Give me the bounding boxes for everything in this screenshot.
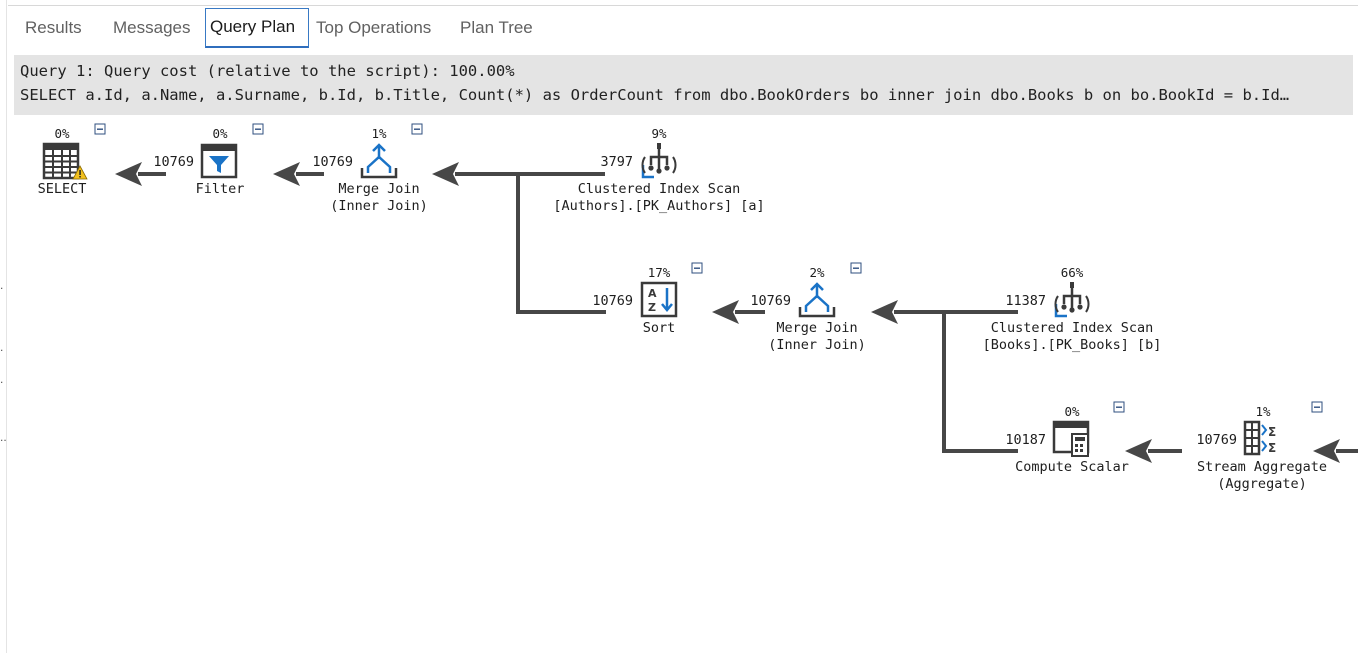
node-label: Merge Join	[338, 181, 419, 197]
cost-percent: 0%	[212, 126, 228, 141]
node-sublabel: [Books].[PK_Books] [b]	[983, 337, 1162, 353]
collapse-icon[interactable]	[1113, 401, 1125, 413]
cost-percent: 9%	[651, 126, 667, 141]
plan-node-compute-scalar[interactable]: 0% Compute Scalar	[1015, 401, 1129, 475]
node-label: Clustered Index Scan	[578, 181, 741, 197]
stream-aggregate-icon: Σ Σ	[1243, 420, 1276, 456]
row-count: 10769	[312, 154, 353, 170]
edge-mark: .	[0, 372, 4, 386]
flow-arrow	[273, 162, 324, 186]
select-icon	[42, 142, 80, 180]
cost-percent: 1%	[371, 126, 387, 141]
plan-node-filter[interactable]: 0% Filter	[196, 123, 264, 197]
node-label: SELECT	[38, 181, 87, 197]
flow-connector	[516, 172, 606, 314]
plan-node-merge-join[interactable]: 1% Merge Join (Inner Join)	[330, 123, 428, 214]
node-label: Merge Join	[776, 320, 857, 336]
cost-percent: 66%	[1061, 265, 1084, 280]
collapse-icon[interactable]	[691, 262, 703, 274]
tab-query-plan[interactable]: Query Plan	[205, 8, 309, 48]
node-sublabel: (Inner Join)	[330, 198, 428, 214]
node-sublabel: [Authors].[PK_Authors] [a]	[553, 198, 764, 214]
plan-node-clustered-index-scan-books[interactable]: 66% Clustered Index Scan [Books].[PK_Boo…	[983, 265, 1162, 353]
node-label: Sort	[643, 320, 676, 336]
collapse-icon[interactable]	[94, 123, 106, 135]
tab-top-operations[interactable]: Top Operations	[316, 18, 432, 37]
row-count: 10769	[1196, 432, 1237, 448]
cost-percent: 2%	[809, 265, 825, 280]
svg-text:Σ: Σ	[1268, 425, 1276, 439]
compute-scalar-icon	[1052, 420, 1090, 457]
cost-percent: 1%	[1255, 404, 1271, 419]
row-count: 10769	[592, 293, 633, 309]
node-label: Filter	[196, 181, 245, 197]
node-label: Stream Aggregate	[1197, 459, 1327, 475]
node-label: Clustered Index Scan	[991, 320, 1154, 336]
plan-node-merge-join[interactable]: 2% Merge Join (Inner Join)	[768, 262, 866, 353]
svg-text:A: A	[648, 287, 657, 300]
svg-text:Z: Z	[648, 301, 656, 314]
edge-mark: ..	[0, 430, 7, 444]
edge-mark: .	[0, 340, 4, 354]
collapse-icon[interactable]	[411, 123, 423, 135]
top-border	[8, 5, 1358, 6]
tab-results[interactable]: Results	[25, 18, 82, 37]
flow-arrow	[871, 300, 1018, 324]
svg-text:Σ: Σ	[1268, 441, 1276, 455]
row-count: 3797	[600, 154, 633, 170]
node-sublabel: (Inner Join)	[768, 337, 866, 353]
filter-icon	[200, 143, 238, 179]
warning-icon	[72, 165, 88, 180]
clustered-index-scan-icon	[1054, 282, 1090, 318]
flow-connector	[942, 310, 1018, 453]
node-label: Compute Scalar	[1015, 459, 1129, 475]
flow-arrow	[432, 162, 605, 186]
collapse-icon[interactable]	[1311, 401, 1323, 413]
cost-percent: 0%	[54, 126, 70, 141]
sort-icon: A Z	[640, 281, 678, 318]
row-count: 10769	[750, 293, 791, 309]
flow-arrow	[1313, 439, 1358, 463]
row-count: 10769	[153, 154, 194, 170]
flow-arrow	[115, 162, 166, 186]
collapse-icon[interactable]	[252, 123, 264, 135]
flow-arrow	[712, 300, 765, 324]
clustered-index-scan-icon	[641, 143, 677, 179]
plan-node-stream-aggregate[interactable]: 1% Σ Σ Stream Aggregate (Aggregate)	[1197, 401, 1327, 492]
query-cost-text: Query 1: Query cost (relative to the scr…	[20, 62, 515, 80]
merge-join-icon	[798, 282, 836, 318]
flow-arrow	[1125, 439, 1182, 463]
node-sublabel: (Aggregate)	[1217, 476, 1306, 492]
plan-node-clustered-index-scan-authors[interactable]: 9% Clustered Index Scan [Authors].[PK_Au…	[553, 126, 764, 214]
row-count: 10187	[1005, 432, 1046, 448]
plan-node-select[interactable]: 0% SELECT	[38, 123, 106, 197]
edge-mark: .	[0, 278, 4, 292]
row-count: 11387	[1005, 293, 1046, 309]
cost-percent: 0%	[1064, 404, 1080, 419]
tab-messages[interactable]: Messages	[113, 18, 191, 37]
cost-percent: 17%	[648, 265, 671, 280]
merge-join-icon	[360, 143, 398, 179]
plan-node-sort[interactable]: 17% A Z Sort	[640, 262, 703, 336]
query-header: Query 1: Query cost (relative to the scr…	[14, 55, 1353, 115]
left-border	[6, 0, 7, 653]
tab-plan-tree[interactable]: Plan Tree	[460, 18, 533, 37]
collapse-icon[interactable]	[850, 262, 862, 274]
